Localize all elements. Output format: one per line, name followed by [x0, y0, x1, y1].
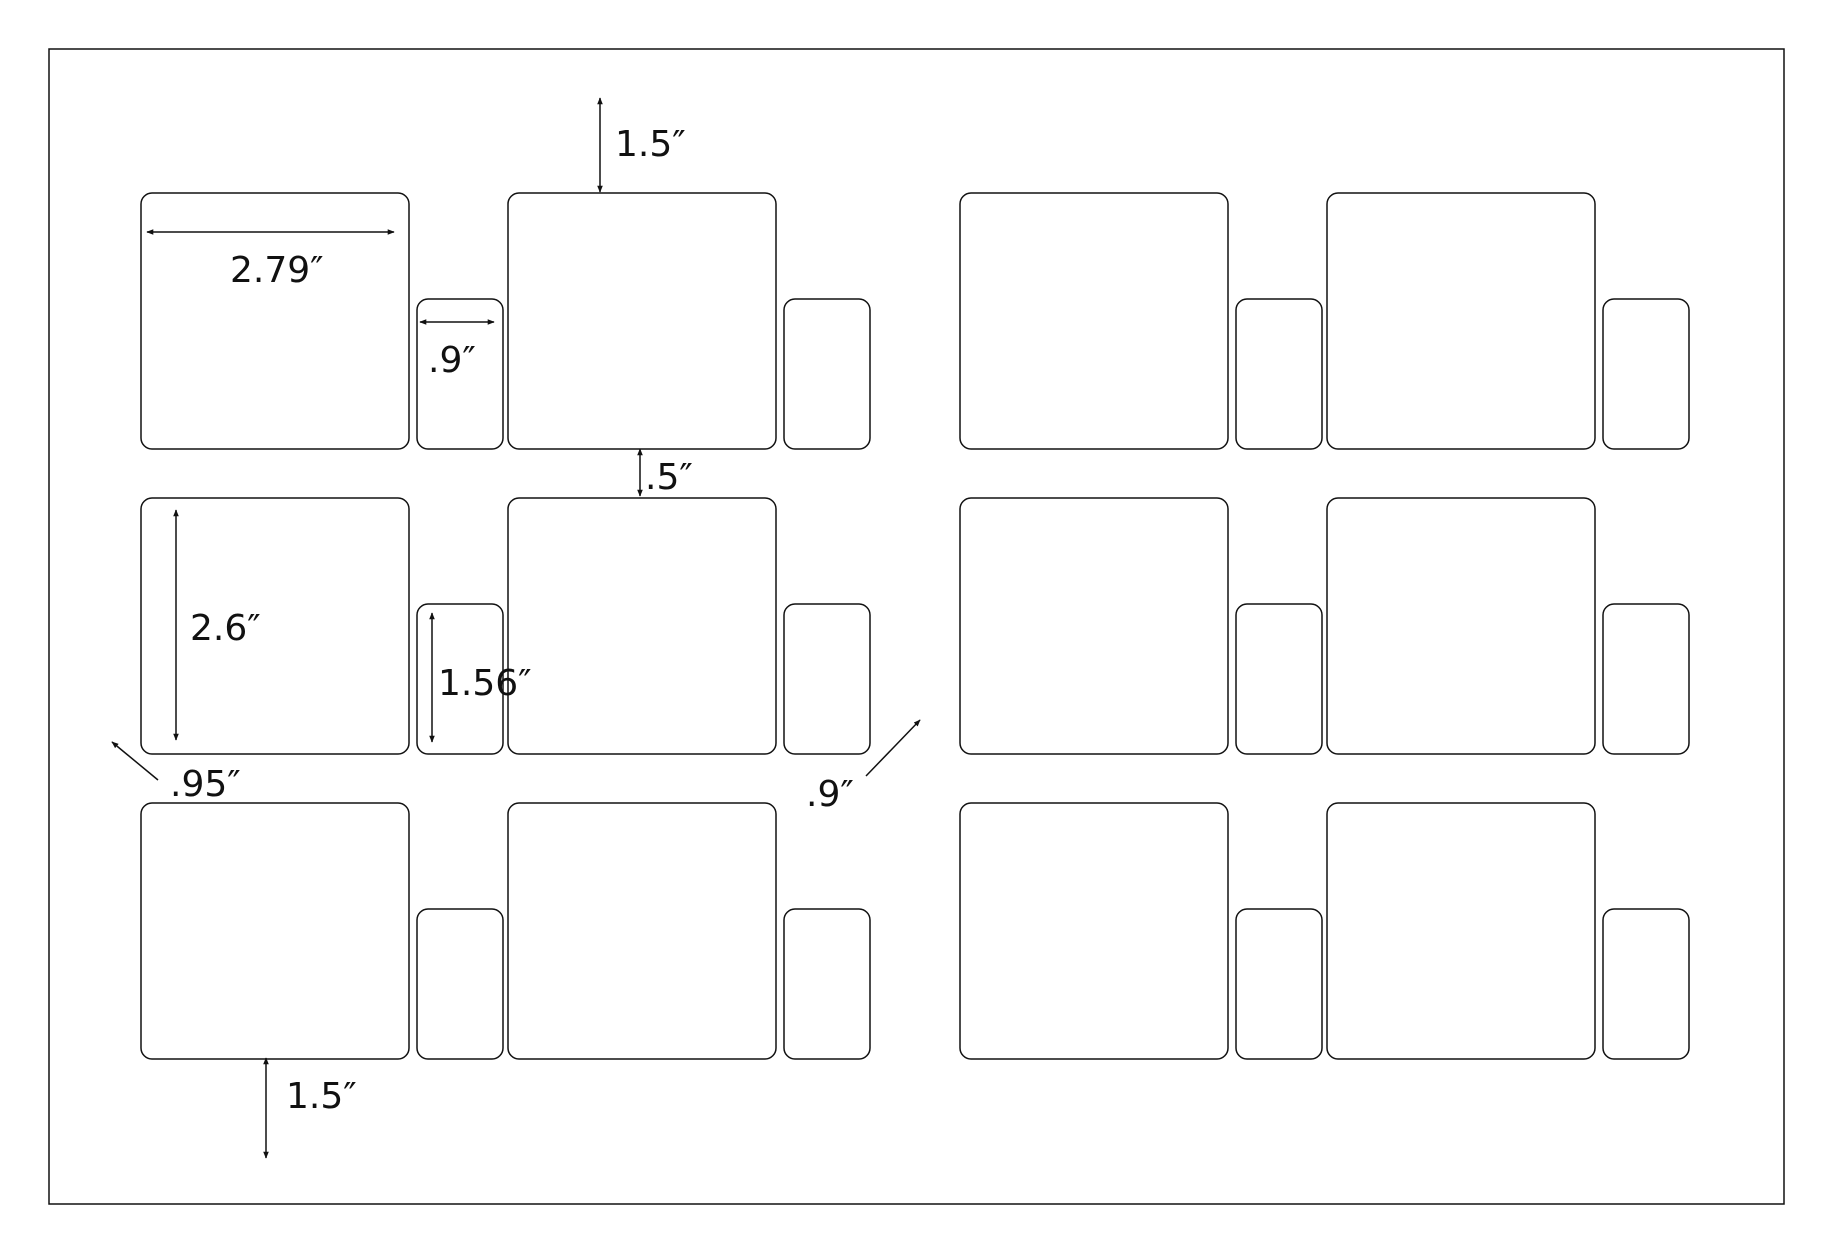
large-label [507, 802, 777, 1060]
group-gap-arrow [865, 719, 921, 777]
large-label [140, 802, 410, 1060]
small-label [783, 603, 871, 755]
large-label [140, 192, 410, 450]
bottom-margin-label: 1.5″ [286, 1076, 357, 1117]
side-margin-label: .95″ [170, 764, 241, 805]
large-label [959, 497, 1229, 755]
small-label [1602, 603, 1690, 755]
large-label [959, 802, 1229, 1060]
small-label [783, 298, 871, 450]
small-height-label: 1.56″ [438, 663, 532, 704]
row-gap-label: .5″ [645, 457, 693, 498]
large-label [1326, 802, 1596, 1060]
large-label [1326, 192, 1596, 450]
small-label [1235, 298, 1323, 450]
small-label [416, 298, 504, 450]
label-grid [140, 192, 1690, 1060]
top-margin-label: 1.5″ [615, 124, 686, 165]
small-label [416, 908, 504, 1060]
small-label [1235, 603, 1323, 755]
large-label [507, 192, 777, 450]
small-width-label: .9″ [428, 340, 476, 381]
large-width-label: 2.79″ [230, 250, 324, 291]
large-height-label: 2.6″ [190, 608, 261, 649]
large-label [1326, 497, 1596, 755]
dimension-annotations: 1.5″ 2.79″ .9″ .5″ 2.6″ 1.56″ .95″ .9″ 1… [111, 97, 921, 1159]
large-label [140, 497, 410, 755]
small-label [1235, 908, 1323, 1060]
small-label [416, 603, 504, 755]
sheet-border [48, 48, 1785, 1205]
side-margin-arrow [111, 741, 159, 781]
large-label [507, 497, 777, 755]
group-gap-label: .9″ [806, 774, 854, 815]
small-label [1602, 908, 1690, 1060]
large-label [959, 192, 1229, 450]
small-label [783, 908, 871, 1060]
small-label [1602, 298, 1690, 450]
